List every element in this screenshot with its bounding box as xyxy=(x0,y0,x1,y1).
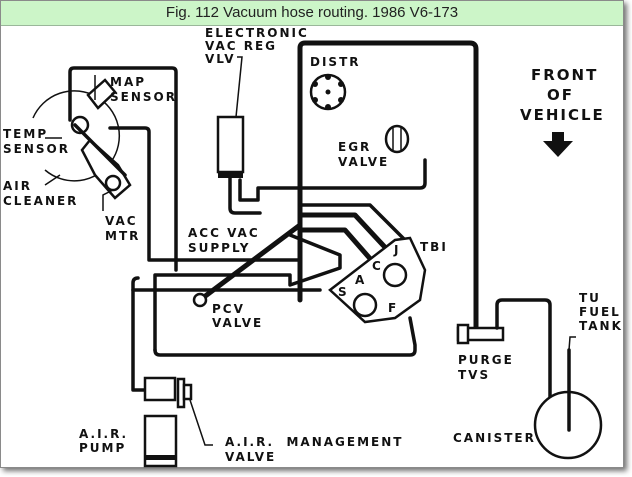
purge-hose xyxy=(495,298,552,432)
vac-reg-hose-a xyxy=(228,176,262,215)
label-map-sensor: SENSOR xyxy=(110,90,177,104)
label-vac: VAC xyxy=(105,214,138,228)
label-egr-valve: VALVE xyxy=(338,155,389,169)
label-pcv-valve: VALVE xyxy=(212,316,263,330)
label-electronic: ELECTRONIC xyxy=(205,26,309,40)
label-map: MAP xyxy=(110,75,146,89)
label-port-c: C xyxy=(372,259,383,273)
label-temp-sensor: SENSOR xyxy=(3,142,70,156)
label-tbi: TBI xyxy=(420,240,448,254)
figure-frame: Fig. 112 Vacuum hose routing. 1986 V6-17… xyxy=(0,0,624,468)
label-temp: TEMP xyxy=(3,127,48,141)
label-pcv: PCV xyxy=(212,302,245,316)
label-egr: EGR xyxy=(338,140,371,154)
air-cleaner xyxy=(32,78,132,200)
label-acc-vac: ACC VAC xyxy=(188,226,260,240)
label-tank: TANK xyxy=(579,319,623,333)
tbi-unit xyxy=(328,236,427,324)
label-vehicle: VEHICLE xyxy=(520,106,605,124)
figure-caption: Fig. 112 Vacuum hose routing. 1986 V6-17… xyxy=(1,1,623,26)
map-sensor-hose xyxy=(68,66,178,272)
map-sensor-body xyxy=(86,78,117,110)
label-vac-reg: VAC REG xyxy=(205,39,277,53)
acc-vac-hose xyxy=(153,233,342,352)
label-air-pump-1: A.I.R. xyxy=(79,427,128,441)
label-port-f: F xyxy=(388,301,398,315)
vac-motor-node xyxy=(104,174,122,192)
purge-tvs xyxy=(456,323,505,345)
label-tu: TU xyxy=(579,291,601,305)
distributor xyxy=(309,73,347,111)
label-vlv: VLV xyxy=(205,52,236,66)
air-cleaner-hose xyxy=(108,126,302,262)
label-front: FRONT xyxy=(531,66,598,84)
down-arrow-icon xyxy=(543,132,573,157)
vac-motor-body xyxy=(80,138,132,200)
label-air-pump-2: PUMP xyxy=(79,441,126,455)
label-fuel: FUEL xyxy=(579,305,621,319)
label-port-s: S xyxy=(338,285,349,299)
air-pump xyxy=(143,376,213,468)
label-purge: PURGE xyxy=(458,353,514,367)
label-port-j: J xyxy=(393,243,400,257)
distributor-hose xyxy=(297,40,479,333)
vac-reg-hose-b xyxy=(238,158,427,202)
temp-sensor-node xyxy=(70,115,90,135)
label-supply: SUPPLY xyxy=(188,241,250,255)
egr-valve xyxy=(384,124,410,154)
pcv-valve xyxy=(192,292,208,308)
label-air-mgmt-valve: VALVE xyxy=(225,450,276,464)
electronic-vac-reg-valve xyxy=(216,56,245,178)
label-tvs: TVS xyxy=(458,368,490,382)
label-mtr: MTR xyxy=(105,229,140,243)
air-management-hose xyxy=(131,276,149,392)
label-port-a: A xyxy=(355,273,366,287)
label-air: AIR xyxy=(3,179,32,193)
label-canister: CANISTER xyxy=(453,431,536,445)
label-of: OF xyxy=(547,86,574,104)
label-air-mgmt: A.I.R. MANAGEMENT xyxy=(225,435,403,449)
canister xyxy=(533,336,603,460)
label-cleaner: CLEANER xyxy=(3,194,78,208)
pcv-hose xyxy=(197,222,303,303)
label-distr: DISTR xyxy=(310,55,361,69)
